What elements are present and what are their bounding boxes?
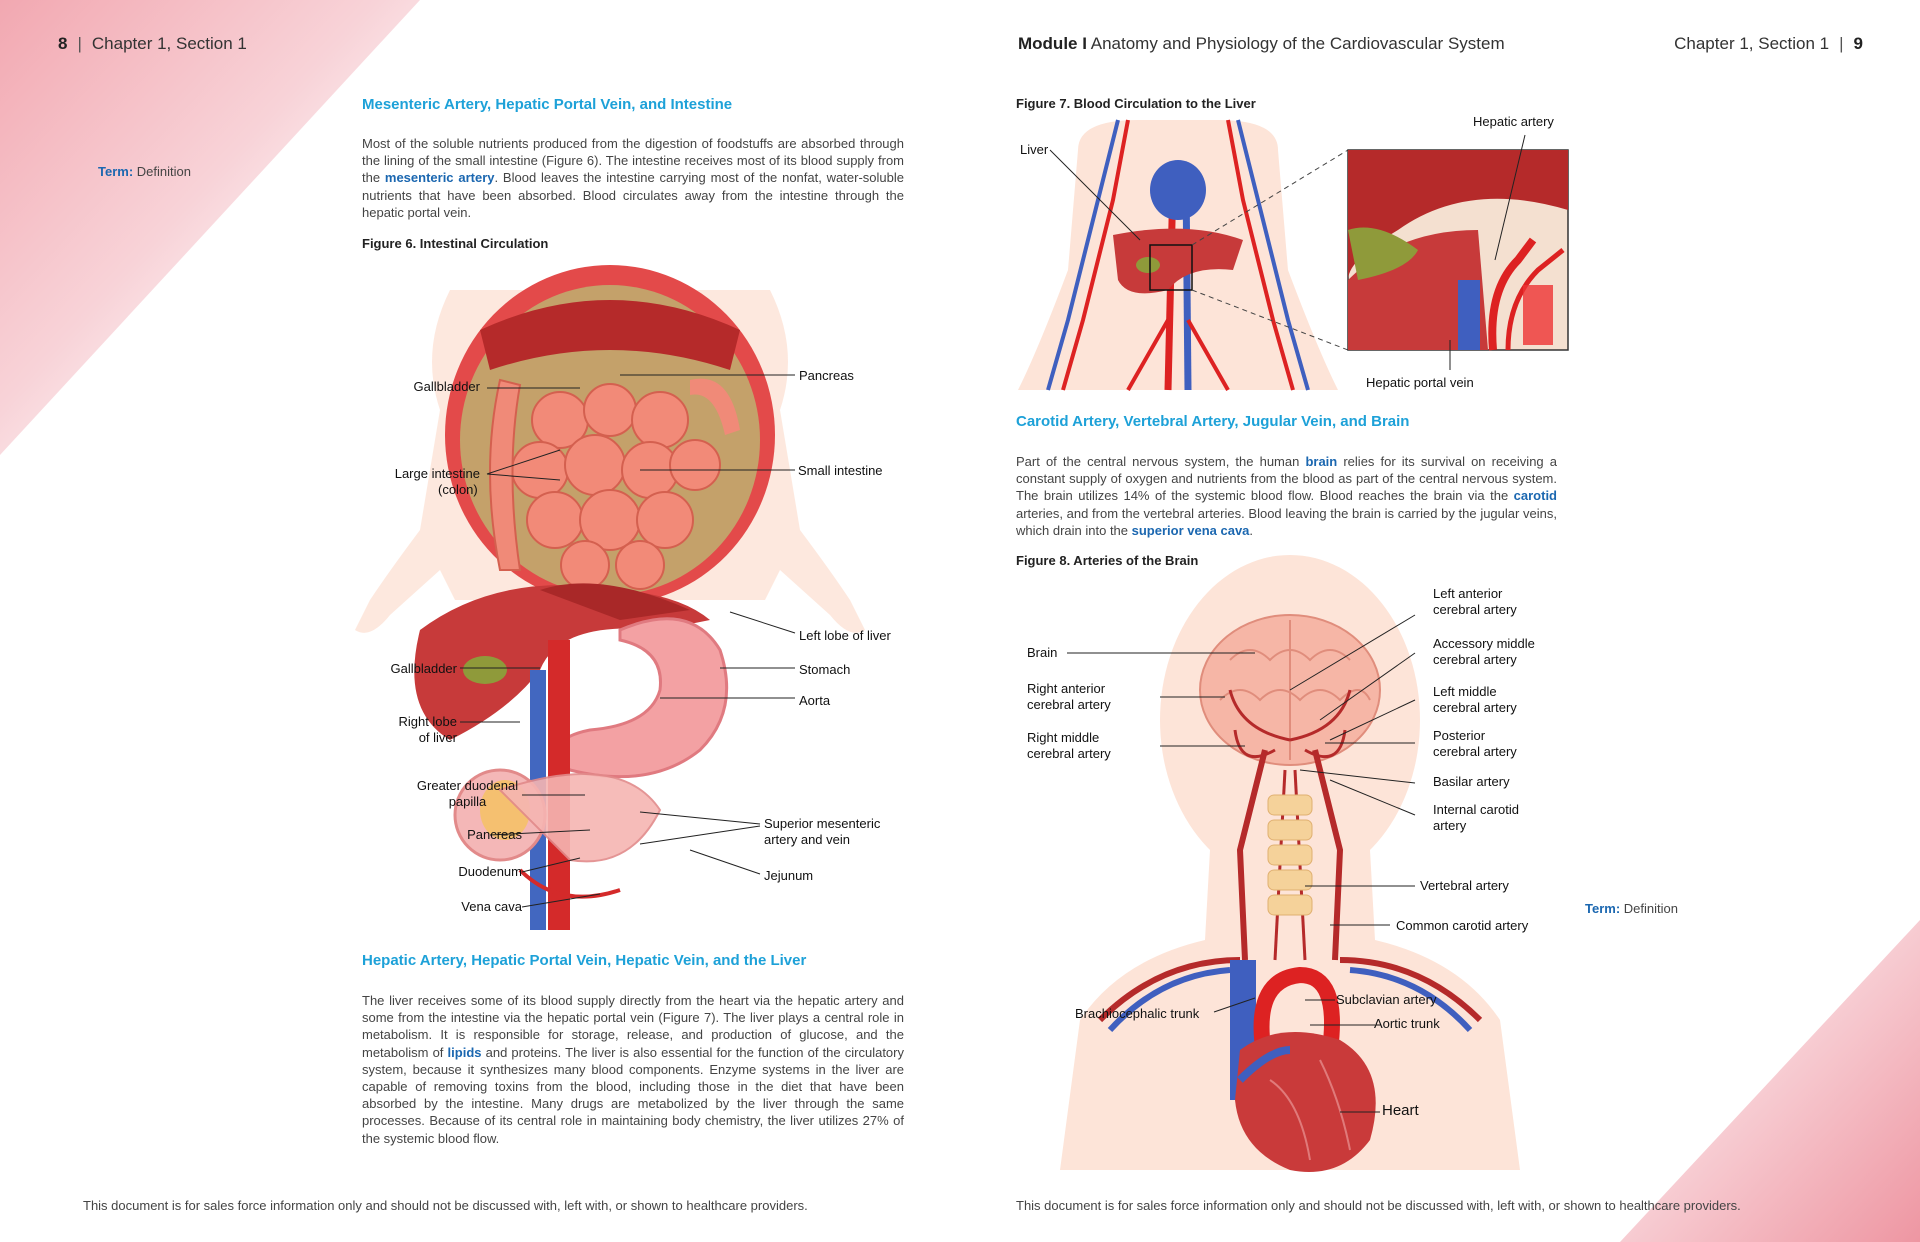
paragraph-mesenteric: Most of the soluble nutrients produced f… <box>362 136 904 220</box>
figure7-title: Figure 7. Blood Circulation to the Liver <box>1016 96 1256 111</box>
right-page-header: Chapter 1, Section 1|9 <box>1674 34 1863 53</box>
footer-left: This document is for sales force informa… <box>83 1198 808 1213</box>
figure7-illustration <box>1018 119 1569 391</box>
label-vertebral-artery: Vertebral artery <box>1420 878 1509 893</box>
label-aortic-trunk: Aortic trunk <box>1374 1016 1440 1031</box>
term-carotid[interactable]: carotid <box>1513 488 1557 504</box>
margin-term-left: Term: Definition <box>98 164 191 179</box>
paragraph-carotid: Part of the central nervous system, the … <box>1016 454 1557 538</box>
label-pancreas-top: Pancreas <box>799 368 854 383</box>
label-heart: Heart <box>1382 1102 1419 1119</box>
paragraph-hepatic: The liver receives some of its blood sup… <box>362 993 904 1146</box>
figure6-illustration <box>355 265 865 930</box>
label-left-lobe-liver: Left lobe of liver <box>799 628 891 643</box>
label-brachiocephalic-trunk: Brachiocephalic trunk <box>1075 1006 1200 1021</box>
footer-right: This document is for sales force informa… <box>1016 1198 1741 1213</box>
label-duodenum: Duodenum <box>458 864 522 879</box>
section-title-carotid: Carotid Artery, Vertebral Artery, Jugula… <box>1016 413 1410 430</box>
label-vena-cava: Vena cava <box>461 899 522 914</box>
label-hepatic-portal-vein: Hepatic portal vein <box>1366 375 1474 390</box>
module-label: Module I <box>1018 34 1087 53</box>
label-basilar-artery: Basilar artery <box>1433 774 1510 789</box>
label-large-intestine-colon: (colon) <box>438 482 478 497</box>
page-number-right: 9 <box>1853 34 1863 53</box>
label-gallbladder-lower: Gallbladder <box>390 661 458 676</box>
label-large-intestine: Large intestine <box>394 466 480 481</box>
section-title-hepatic: Hepatic Artery, Hepatic Portal Vein, Hep… <box>362 952 807 969</box>
label-gallbladder-top: Gallbladder <box>413 379 481 394</box>
label-hepatic-artery: Hepatic artery <box>1473 114 1554 129</box>
figure6-title: Figure 6. Intestinal Circulation <box>362 236 549 251</box>
term-lipids[interactable]: lipids <box>447 1044 482 1060</box>
term-superior-vena-cava[interactable]: superior vena cava <box>1131 522 1250 538</box>
right-page-module-header: Module I Anatomy and Physiology of the C… <box>1018 34 1505 54</box>
label-subclavian-artery: Subclavian artery <box>1336 992 1437 1007</box>
page-number-left: 8 <box>58 34 68 53</box>
term-mesenteric-artery[interactable]: mesenteric artery <box>384 170 495 186</box>
term-brain[interactable]: brain <box>1305 454 1338 469</box>
label-common-carotid: Common carotid artery <box>1396 918 1529 933</box>
left-page-header: 8|Chapter 1, Section 1 <box>58 34 247 53</box>
label-stomach: Stomach <box>799 662 851 677</box>
chapter-label-right: Chapter 1, Section 1 <box>1674 34 1830 53</box>
label-liver: Liver <box>1020 142 1049 157</box>
figure8-title: Figure 8. Arteries of the Brain <box>1016 553 1199 568</box>
margin-term-right: Term: Definition <box>1585 901 1678 916</box>
section-title-mesenteric: Mesenteric Artery, Hepatic Portal Vein, … <box>362 96 733 113</box>
label-aorta: Aorta <box>799 693 831 708</box>
label-pancreas-lower: Pancreas <box>467 827 522 842</box>
label-jejunum: Jejunum <box>764 868 814 883</box>
module-title: Anatomy and Physiology of the Cardiovasc… <box>1090 34 1505 53</box>
label-brain: Brain <box>1027 645 1058 660</box>
chapter-label-left: Chapter 1, Section 1 <box>91 34 247 53</box>
label-small-intestine: Small intestine <box>798 463 883 478</box>
